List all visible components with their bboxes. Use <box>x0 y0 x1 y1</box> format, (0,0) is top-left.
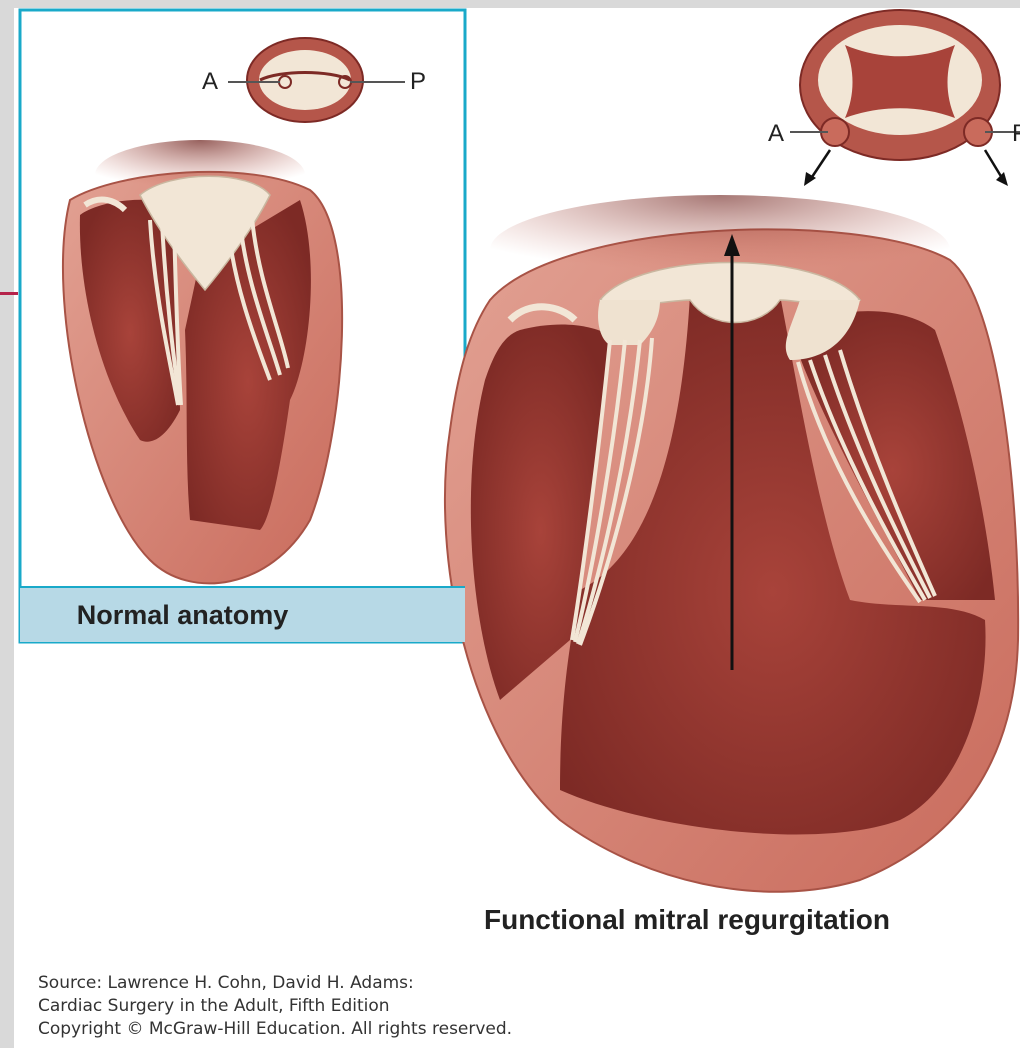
normal-anterior-letter: A <box>202 68 218 96</box>
fmr-posterior-letter: P <box>1012 120 1020 148</box>
source-citation: Source: Lawrence H. Cohn, David H. Adams… <box>38 972 512 1041</box>
fmr-anterior-letter: A <box>768 120 784 148</box>
fmr-heart <box>445 195 1018 892</box>
source-line-1: Source: Lawrence H. Cohn, David H. Adams… <box>38 972 512 995</box>
functional-mitral-regurgitation-label: Functional mitral regurgitation <box>484 904 890 936</box>
normal-posterior-letter: P <box>410 68 426 96</box>
source-line-3: Copyright © McGraw-Hill Education. All r… <box>38 1018 512 1041</box>
fmr-valve-ring <box>790 10 1020 186</box>
normal-anatomy-label: Normal anatomy <box>77 600 289 631</box>
normal-anatomy-caption-bar: Normal anatomy <box>20 586 465 642</box>
source-line-2: Cardiac Surgery in the Adult, Fifth Edit… <box>38 995 512 1018</box>
